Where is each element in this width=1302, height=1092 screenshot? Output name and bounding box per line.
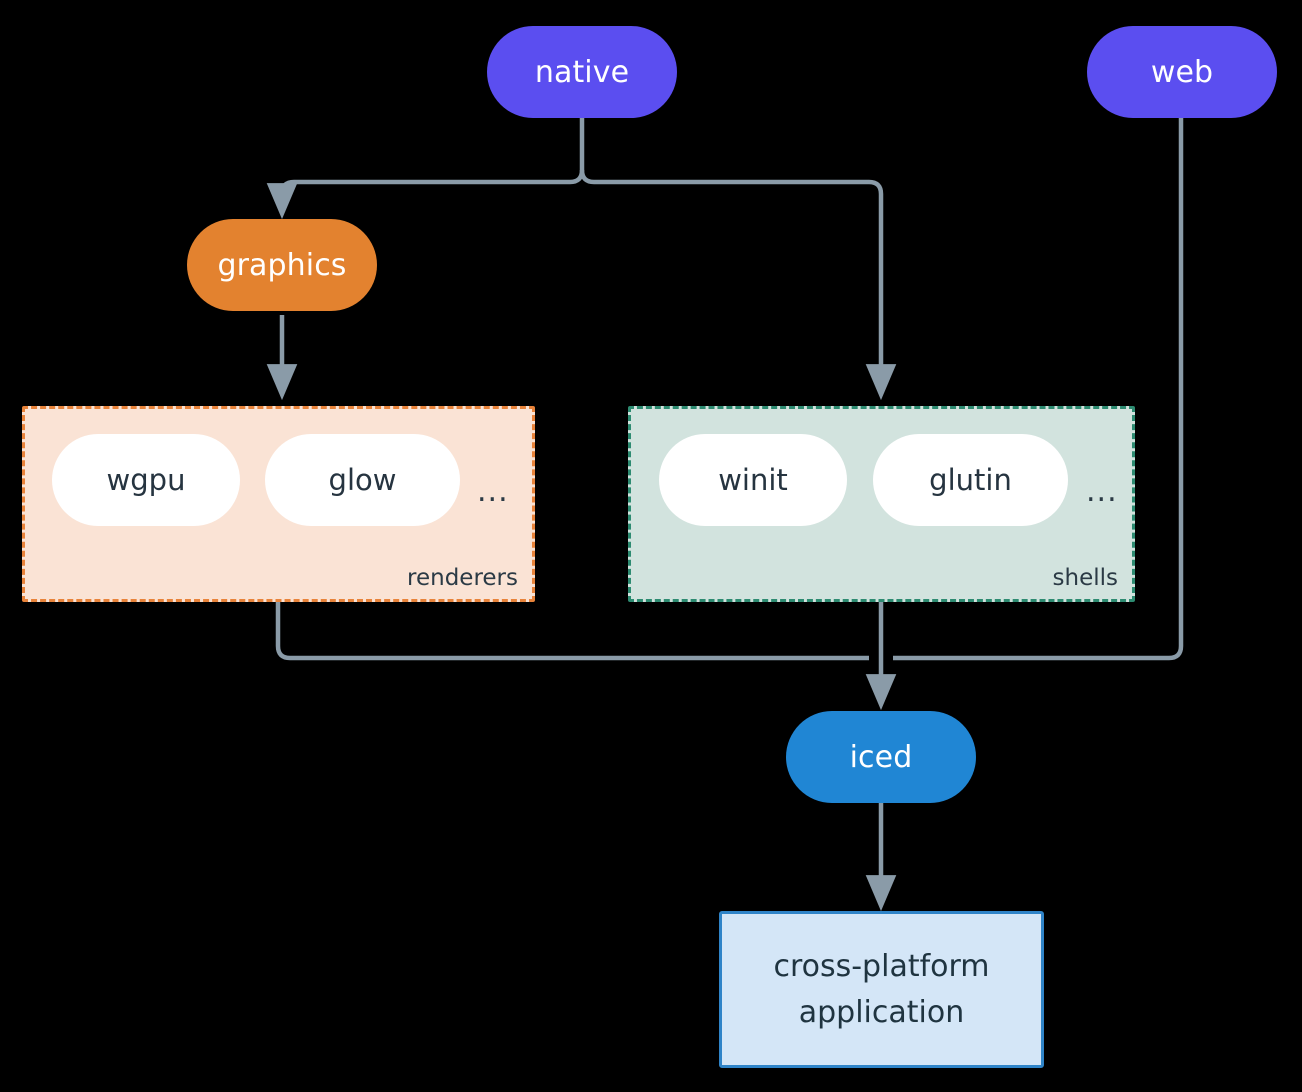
group-renderers: wgpu glow ... renderers xyxy=(22,406,535,602)
group-item-winit[interactable]: winit xyxy=(659,434,847,526)
edge-native-to-graphics xyxy=(266,169,585,220)
node-web-label: web xyxy=(1150,54,1214,90)
group-renderers-label: renderers xyxy=(407,565,518,591)
group-item-glutin[interactable]: glutin xyxy=(873,434,1068,526)
node-application-label: cross-platform application xyxy=(773,948,990,1030)
node-native[interactable]: native xyxy=(487,26,677,118)
group-item-wgpu-label: wgpu xyxy=(106,463,186,497)
group-renderers-ellipsis: ... xyxy=(477,474,509,509)
group-item-wgpu[interactable]: wgpu xyxy=(52,434,240,526)
group-shells: winit glutin ... shells xyxy=(628,406,1135,602)
group-item-glutin-label: glutin xyxy=(929,463,1012,497)
node-web[interactable]: web xyxy=(1087,26,1277,118)
edge-renderers-to-iced xyxy=(275,602,869,661)
edge-native-to-shells xyxy=(579,169,897,401)
node-graphics-label: graphics xyxy=(217,247,347,283)
node-application[interactable]: cross-platform application xyxy=(719,911,1044,1068)
group-shells-label: shells xyxy=(1052,565,1118,591)
node-iced-label: iced xyxy=(849,739,913,775)
node-native-label: native xyxy=(534,54,630,90)
group-item-glow-label: glow xyxy=(328,463,397,497)
group-shells-ellipsis: ... xyxy=(1086,474,1118,509)
node-iced[interactable]: iced xyxy=(786,711,976,803)
group-item-glow[interactable]: glow xyxy=(265,434,460,526)
group-item-winit-label: winit xyxy=(718,463,788,497)
node-graphics[interactable]: graphics xyxy=(187,219,377,311)
